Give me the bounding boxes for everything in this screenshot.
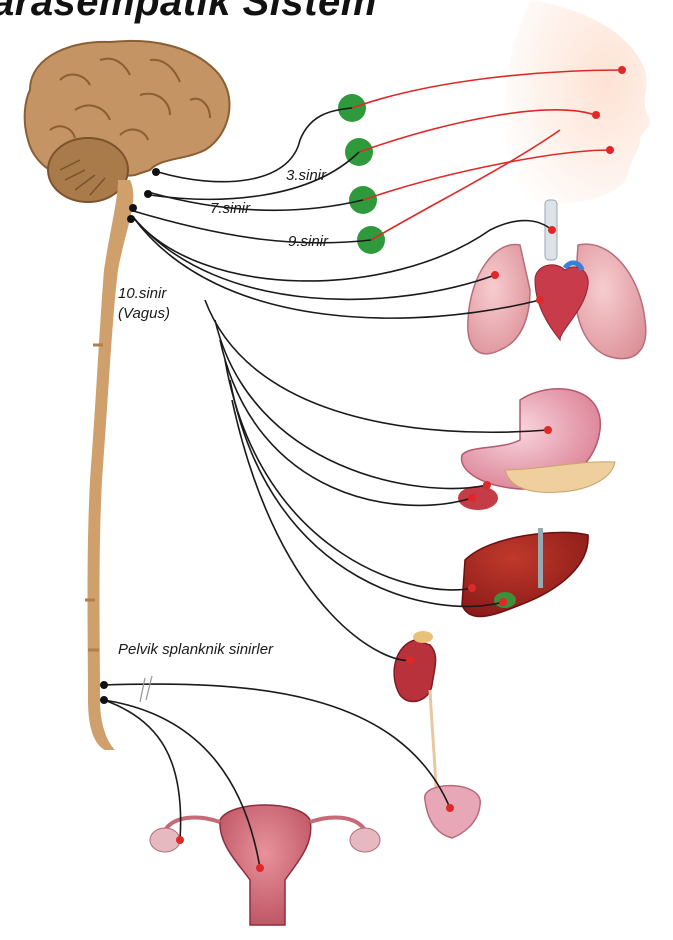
bladder bbox=[425, 786, 481, 838]
label-cranial-nerve-9: 9.sinir bbox=[288, 233, 329, 250]
ganglia bbox=[338, 94, 385, 254]
liver-gallbladder bbox=[462, 528, 588, 617]
label-cranial-nerve-3: 3.sinir bbox=[286, 167, 327, 184]
lungs-heart bbox=[468, 200, 646, 359]
label-cranial-nerve-7: 7.sinir bbox=[210, 200, 251, 217]
label-pelvic-splanchnic: Pelvik splanknik sinirler bbox=[118, 641, 274, 658]
uterus bbox=[150, 805, 380, 925]
spinal-cord bbox=[85, 180, 133, 750]
kidney bbox=[394, 631, 436, 790]
label-vagus-line2: (Vagus) bbox=[118, 305, 170, 322]
label-vagus-line1: 10.sinir bbox=[118, 285, 167, 302]
face bbox=[504, 0, 650, 204]
stomach-pancreas bbox=[458, 389, 615, 510]
brain bbox=[25, 41, 230, 202]
